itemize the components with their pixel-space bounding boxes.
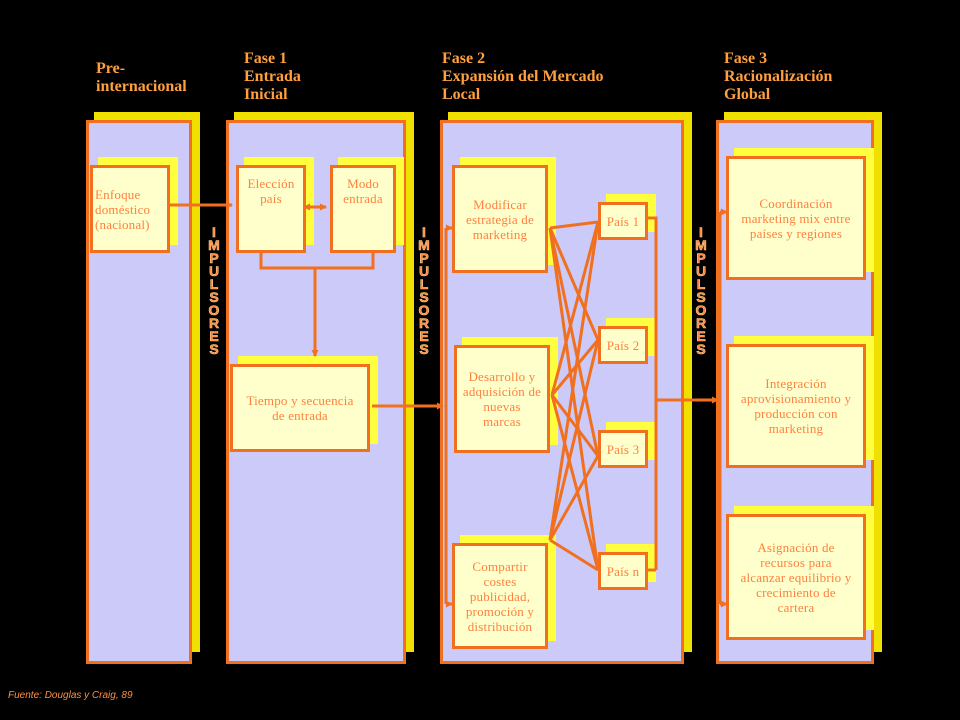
- box-tiempo: Tiempo y secuencia de entrada: [230, 364, 370, 452]
- box-modificar: Modificar estrategia de marketing: [452, 165, 548, 273]
- box-paisn: País n: [598, 552, 648, 590]
- box-eleccion: Elección país: [236, 165, 306, 253]
- bracket-eleccion-modo: [259, 252, 375, 270]
- box-compartir: Compartir costes publicidad, promoción y…: [452, 543, 548, 649]
- phase-title-fase2: Fase 2 Expansión del Mercado Local: [442, 50, 604, 103]
- impulsores-label-3: IMPULSORES: [695, 224, 707, 357]
- box-integracion: Integración aprovisionamiento y producci…: [726, 344, 866, 468]
- impulsores-label-2: IMPULSORES: [418, 224, 430, 357]
- link-modificar-pais1: [549, 220, 599, 230]
- box-modo: Modo entrada: [330, 165, 396, 253]
- phase-title-fase1: Fase 1 Entrada Inicial: [244, 50, 301, 103]
- box-enfoque: Enfoque doméstico (nacional): [90, 165, 170, 253]
- box-pais2: País 2: [598, 326, 648, 364]
- phase-title-fase3: Fase 3 Racionalización Global: [724, 50, 833, 103]
- box-pais3: País 3: [598, 430, 648, 468]
- box-desarrollo: Desarrollo y adquisición de nuevas marca…: [454, 345, 550, 453]
- source-citation: Fuente: Douglas y Craig, 89: [8, 690, 133, 701]
- box-asignacion: Asignación de recursos para alcanzar equ…: [726, 514, 866, 640]
- impulsores-label-1: IMPULSORES: [208, 224, 220, 357]
- box-coordinacion: Coordinación marketing mix entre países …: [726, 156, 866, 280]
- phase-title-pre: Pre- internacional: [96, 60, 187, 95]
- box-pais1: País 1: [598, 202, 648, 240]
